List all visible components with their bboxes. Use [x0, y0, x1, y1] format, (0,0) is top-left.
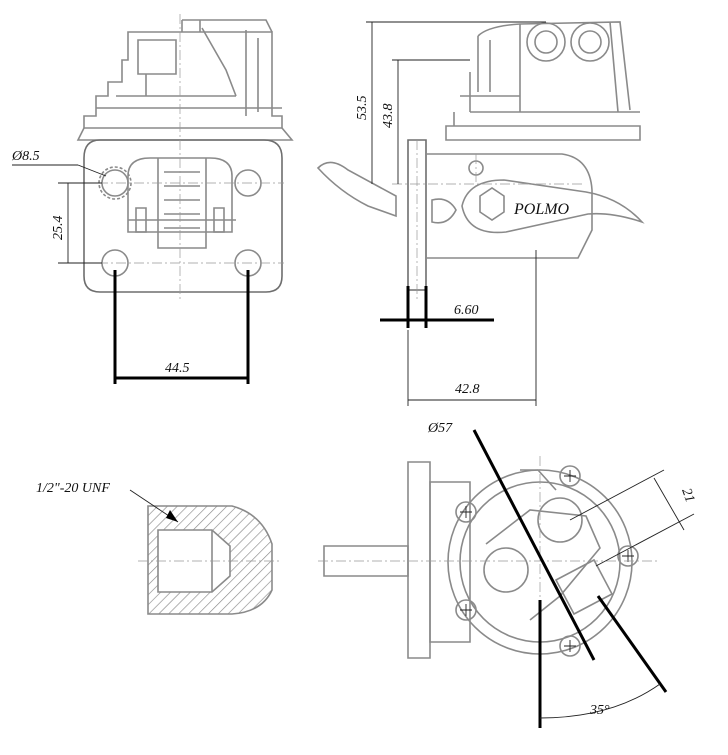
front-view: Ø8.5 25.4 44.5	[11, 14, 294, 384]
body-diameter-label: Ø57	[427, 421, 453, 436]
flange-thickness-label: 6.60	[454, 303, 479, 318]
angle-label: 35°	[589, 703, 610, 718]
depth-label: 42.8	[455, 382, 480, 397]
inlet-height-label: 43.8	[381, 104, 396, 129]
hole-diameter-label: Ø8.5	[11, 149, 40, 164]
brand-label: POLMO	[513, 201, 570, 218]
port-spacing-label: 21	[678, 486, 697, 504]
thread-label: 1/2"-20 UNF	[36, 481, 110, 496]
side-view: POLMO 53.5 43.8 6.60 42.8	[316, 21, 645, 406]
hole-horizontal-spacing-label: 44.5	[165, 361, 190, 376]
thread-section-view: 1/2"-20 UNF	[36, 481, 282, 615]
total-height-label: 53.5	[355, 96, 370, 121]
bottom-view: Ø57 35° 21	[318, 421, 697, 728]
hole-vertical-spacing-label: 25.4	[51, 216, 66, 241]
